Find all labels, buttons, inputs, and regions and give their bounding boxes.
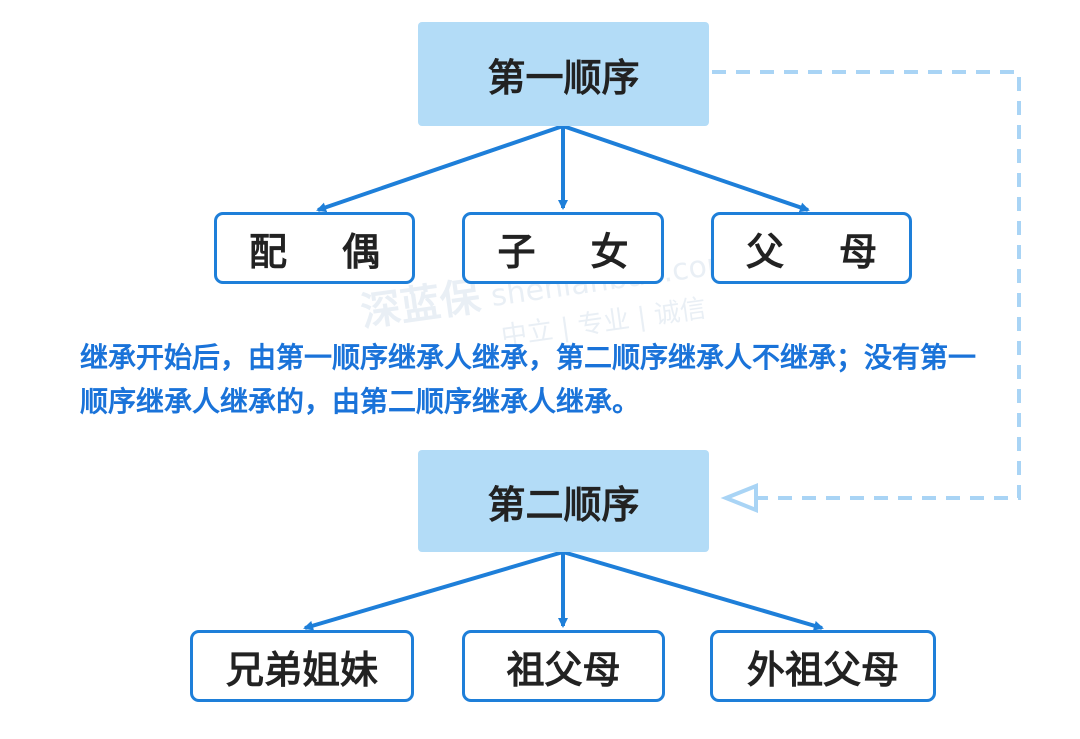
arrow-first-to-parents — [562, 124, 810, 213]
heir-siblings: 兄弟姐妹 — [190, 630, 414, 702]
dashed-connector-arrowhead-icon — [720, 483, 758, 513]
arrow-first-to-spouse — [316, 124, 564, 213]
inheritance-rule-text: 继承开始后，由第一顺序继承人继承，第二顺序继承人不继承；没有第一顺序继承人继承的… — [80, 341, 977, 418]
heir-spouse: 配 偶 — [214, 212, 415, 284]
first-order-title: 第一顺序 — [487, 55, 640, 100]
dashed-connector — [712, 70, 1021, 500]
heir-parents-label: 父 母 — [745, 229, 898, 274]
arrow-second-to-maternal-grandparents — [562, 550, 824, 631]
second-order-box: 第二顺序 — [418, 450, 709, 552]
heir-parents: 父 母 — [711, 212, 912, 284]
heir-spouse-label: 配 偶 — [248, 229, 401, 274]
heir-grandparents-label: 祖父母 — [506, 647, 621, 692]
second-order-title: 第二顺序 — [487, 482, 640, 527]
arrow-second-to-siblings — [303, 550, 564, 631]
heir-maternal-grandparents: 外祖父母 — [710, 630, 936, 702]
heir-children: 子 女 — [462, 212, 664, 284]
heir-maternal-grandparents-label: 外祖父母 — [746, 647, 899, 692]
heir-siblings-label: 兄弟姐妹 — [225, 647, 378, 692]
heir-grandparents: 祖父母 — [462, 630, 665, 702]
heir-children-label: 子 女 — [497, 229, 650, 274]
first-order-box: 第一顺序 — [418, 22, 709, 126]
